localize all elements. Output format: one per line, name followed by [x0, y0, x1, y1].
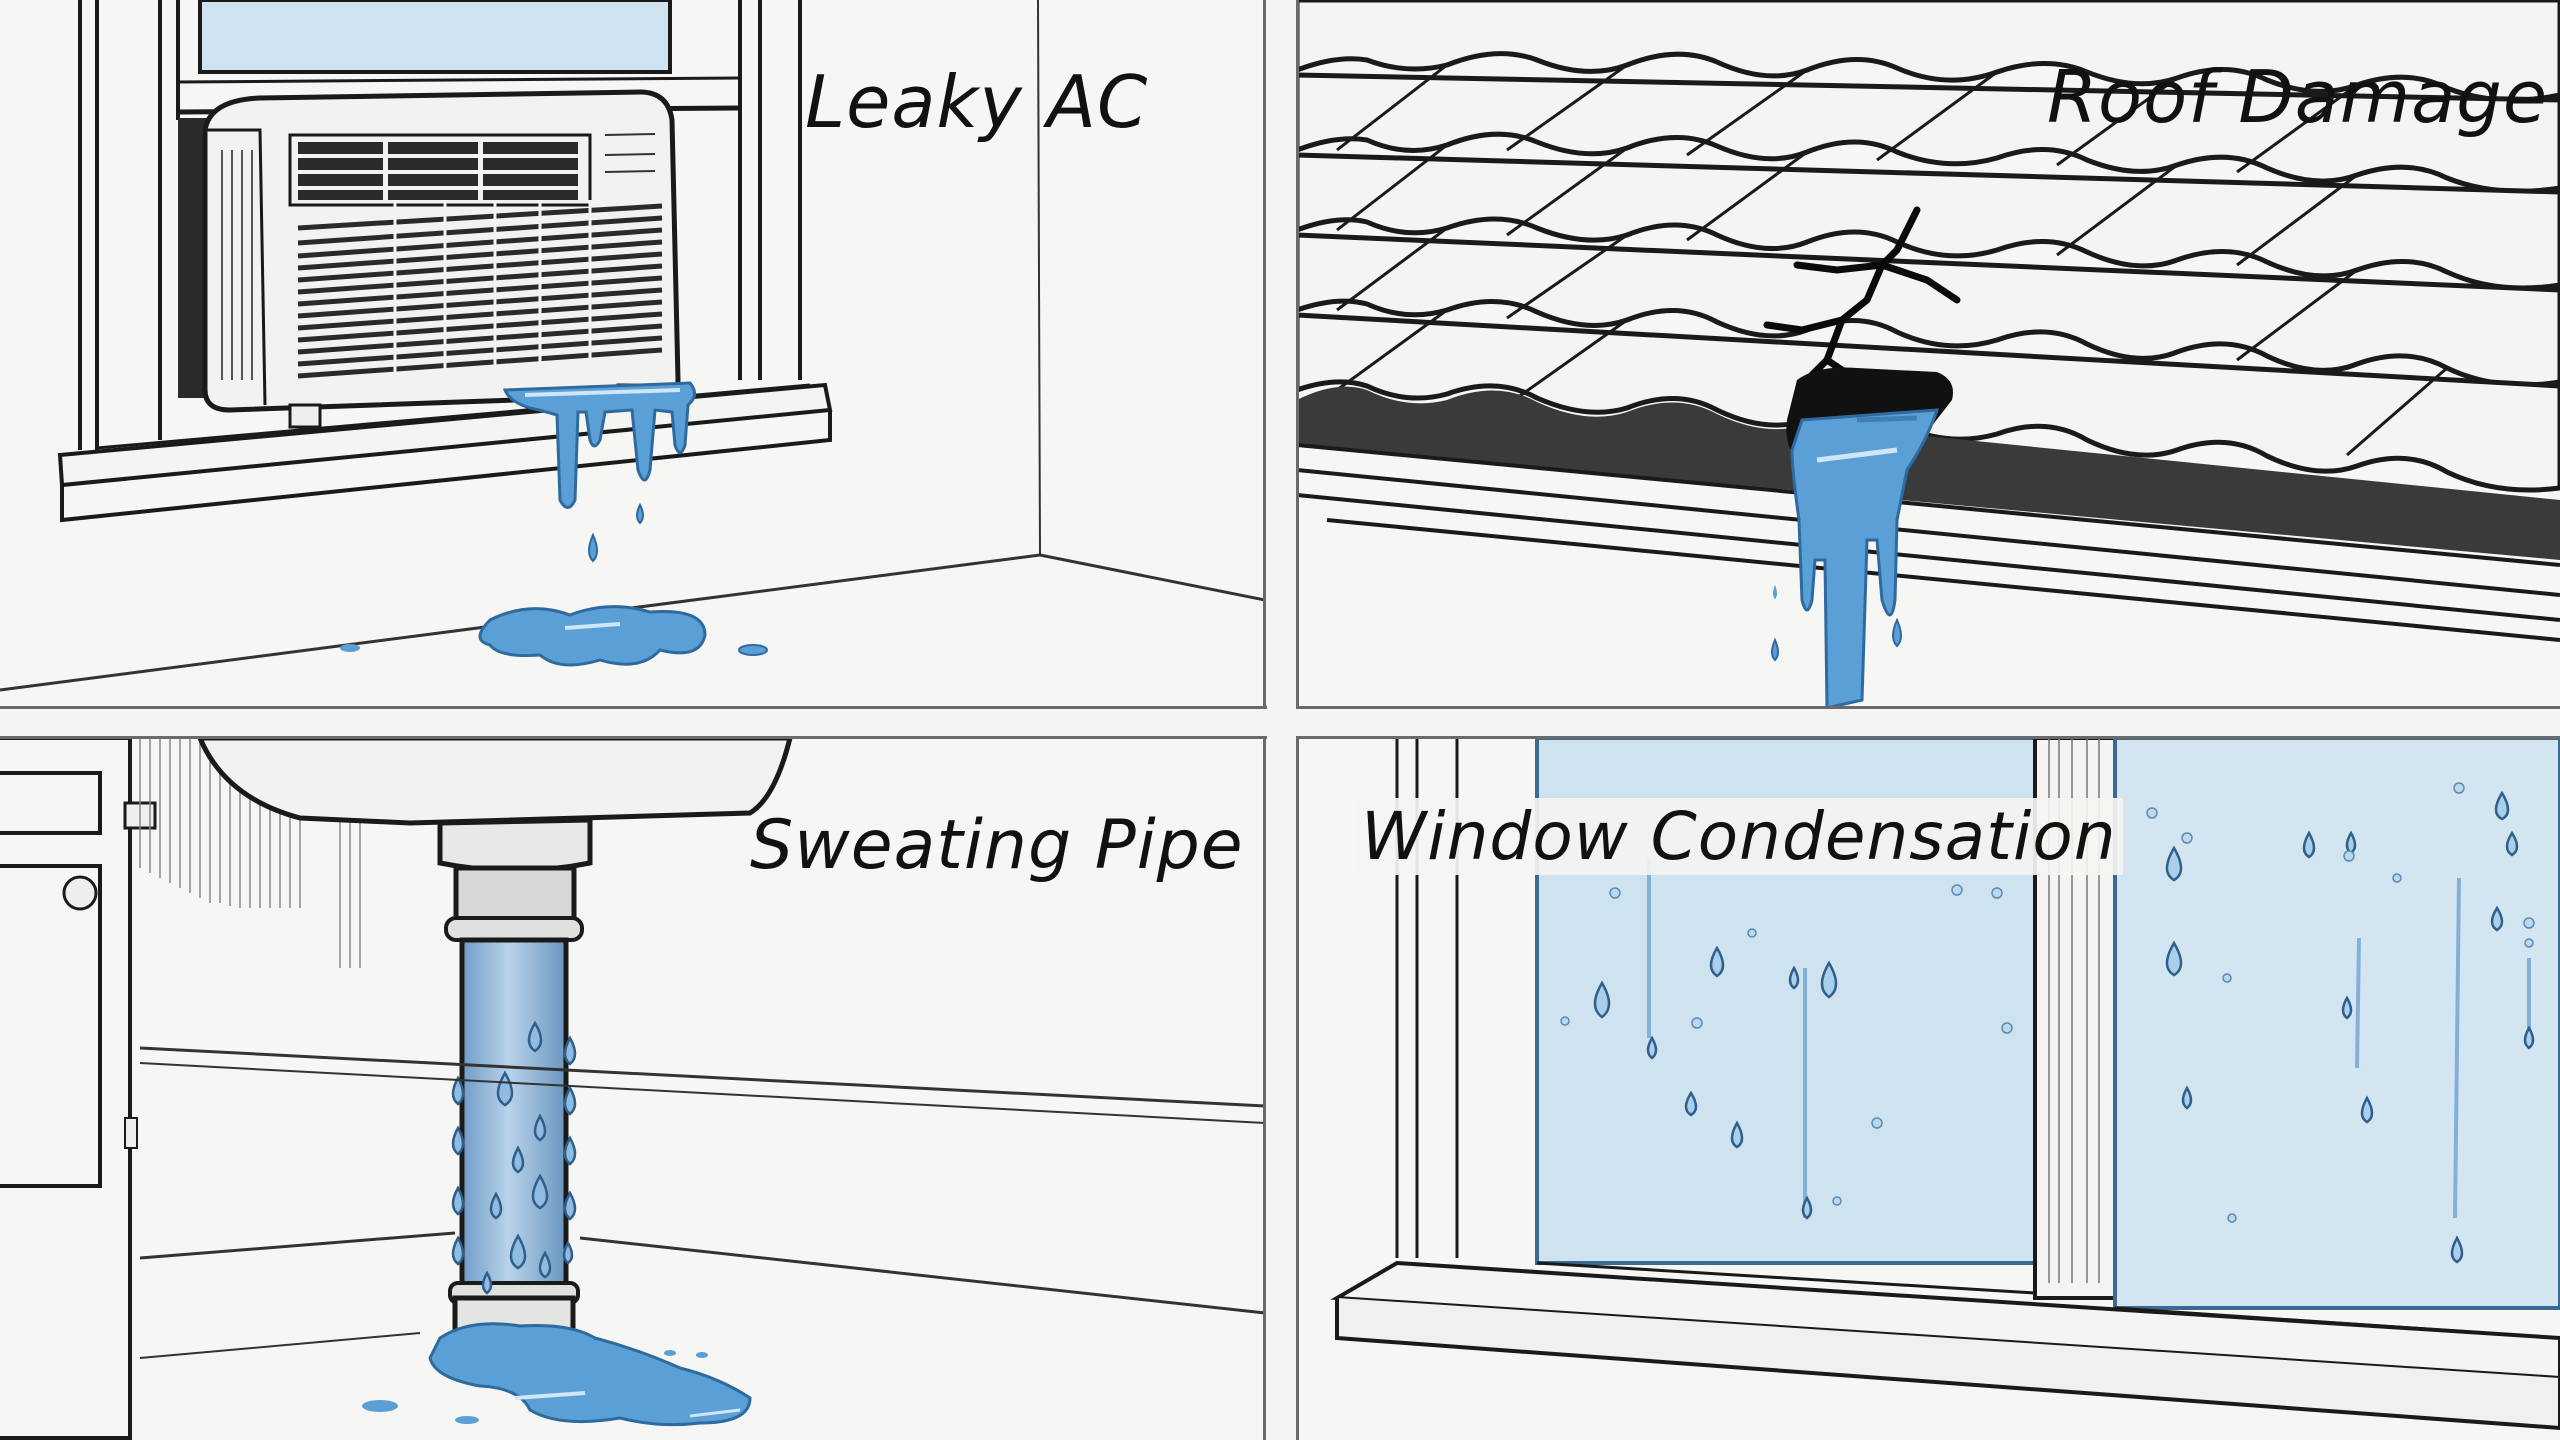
panel-border: [1296, 736, 1299, 1440]
panel-label-sweating-pipe: Sweating Pipe: [750, 806, 1244, 885]
panel-sweating-pipe: Sweating Pipe: [0, 738, 1265, 1440]
panel-leaky-ac: Leaky AC: [0, 0, 1265, 708]
panel-border: [1263, 736, 1266, 1440]
panel-label-roof-damage: Roof Damage: [2047, 55, 2549, 139]
sweating-pipe-illustration: [0, 738, 1265, 1440]
panel-label-window-condensation: Window Condensation: [1355, 798, 2123, 875]
panel-window-condensation: Window Condensation: [1297, 738, 2560, 1440]
panel-border: [0, 736, 1267, 739]
panel-label-leaky-ac: Leaky AC: [805, 60, 1149, 144]
panel-border: [0, 706, 1267, 709]
roof-damage-illustration: [1297, 0, 2560, 708]
leaky-ac-illustration: [0, 0, 1265, 692]
panel-border: [1296, 706, 2560, 709]
panel-roof-damage: Roof Damage: [1297, 0, 2560, 708]
panel-border: [1263, 0, 1266, 709]
panel-border: [1296, 736, 2560, 739]
panel-border: [1296, 0, 1299, 709]
